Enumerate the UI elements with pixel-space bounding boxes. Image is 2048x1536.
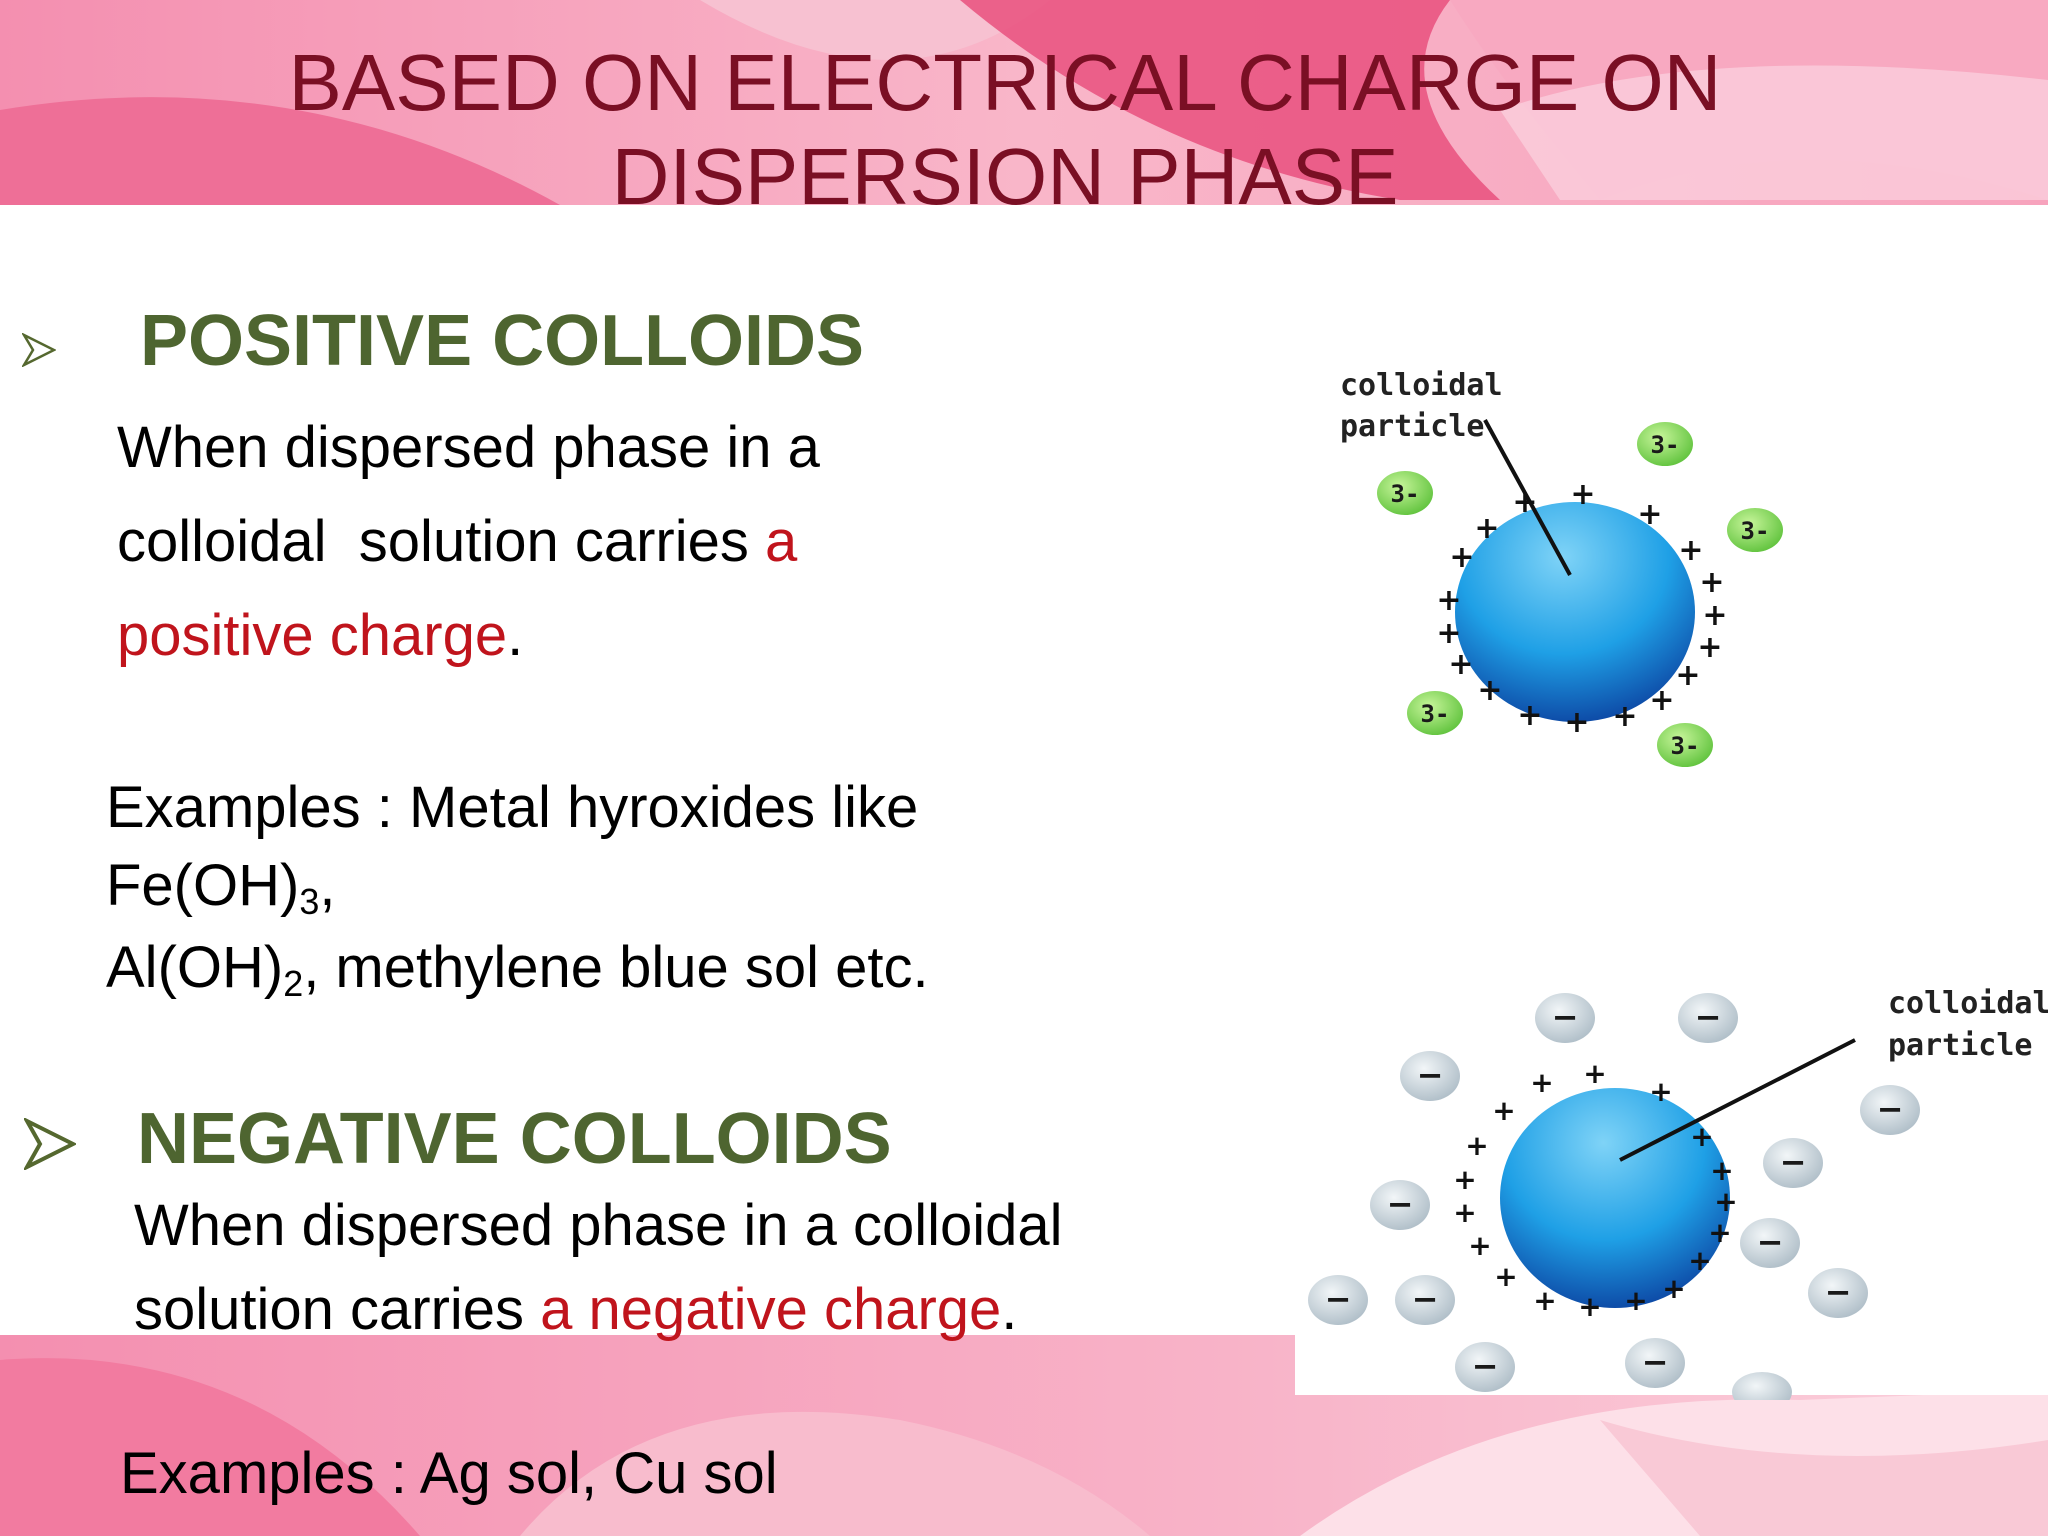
svg-text:+: +	[1517, 698, 1542, 733]
negative-examples: Examples : Ag sol, Cu sol	[120, 1441, 778, 1506]
svg-text:+: +	[1699, 565, 1724, 600]
al-formula: Al(OH)	[106, 935, 284, 1000]
negative-description-line-1: When dispersed phase in a colloidal	[134, 1193, 1063, 1258]
al-subscript: 2	[283, 962, 304, 1004]
svg-text:+: +	[1494, 1260, 1517, 1293]
ion-label: 3-	[1651, 431, 1680, 459]
positive-charges: +++ +++ +++ +++ +++ +++	[1436, 477, 1727, 740]
arrowhead-bullet-icon	[24, 1118, 76, 1170]
svg-text:+: +	[1533, 1284, 1556, 1317]
svg-text:+: +	[1583, 1057, 1606, 1090]
negative-colloidal-particle	[1500, 1088, 1730, 1308]
negative-colloids-heading: NEGATIVE COLLOIDS	[137, 1099, 892, 1179]
ion-label: −	[1387, 1185, 1414, 1223]
fe-formula: Fe(OH)	[106, 853, 300, 918]
svg-text:+: +	[1512, 485, 1537, 520]
positive-desc-highlight-a: a	[764, 509, 798, 574]
svg-text:+: +	[1453, 1196, 1476, 1229]
al-rest: , methylene blue sol etc.	[303, 935, 929, 1000]
negative-desc-plain: solution carries	[134, 1277, 541, 1342]
negative-description-line-2: solution carries a negative charge.	[134, 1276, 1017, 1343]
svg-text:+: +	[1570, 477, 1595, 512]
positive-description-line-2: colloidal solution carries a	[117, 508, 797, 575]
positive-diagram-label-1: colloidal	[1340, 368, 1503, 403]
negative-ions: − − − − − − − − − − − −	[1308, 993, 1920, 1400]
svg-text:+: +	[1578, 1290, 1601, 1323]
negative-desc-period: .	[1001, 1277, 1018, 1342]
positive-colloid-diagram: colloidal particle +++ +++ +++ +++ +++ +…	[1340, 368, 1783, 767]
ion-label: 3-	[1671, 732, 1700, 760]
positive-pointer-line	[1483, 419, 1572, 576]
negative-diagram-label-1: colloidal	[1888, 986, 2048, 1021]
svg-text:+: +	[1690, 1120, 1713, 1153]
positive-examples-al: Al(OH)2, methylene blue sol etc.	[106, 934, 929, 1001]
svg-text:+: +	[1448, 647, 1473, 682]
svg-text:+: +	[1675, 658, 1700, 693]
svg-text:+: +	[1492, 1094, 1515, 1127]
ion-label: −	[1642, 1343, 1669, 1381]
svg-text:+: +	[1436, 616, 1461, 651]
negative-charges: +++ +++ +++ +++ +++ +++	[1453, 1057, 1737, 1323]
ion-label: 3-	[1741, 517, 1770, 545]
svg-text:+: +	[1449, 540, 1474, 575]
svg-text:+: +	[1697, 630, 1722, 665]
ion-label: −	[1877, 1090, 1904, 1128]
ion-label: 3-	[1391, 480, 1420, 508]
positive-diagram-label-2: particle	[1340, 409, 1485, 444]
ion-label: −	[1695, 998, 1722, 1036]
positive-desc-plain: colloidal solution carries	[117, 509, 765, 574]
svg-text:+: +	[1649, 1075, 1672, 1108]
negative-colloid-diagram: colloidal particle +++ +++ +++ +++ +++ +…	[1308, 986, 2048, 1400]
positive-examples-line-1: Examples : Metal hyroxides like	[106, 775, 919, 840]
negative-charge-highlight: a negative charge	[540, 1277, 1002, 1342]
svg-text:+: +	[1649, 683, 1674, 718]
positive-description-line-1: When dispersed phase in a	[117, 415, 820, 480]
slide-title: BASED ON ELECTRICAL CHARGE ON DISPERSION…	[0, 36, 2010, 224]
ion-label: −	[1825, 1273, 1852, 1311]
svg-text:+: +	[1468, 1229, 1491, 1262]
svg-text:+: +	[1678, 533, 1703, 568]
ion-label: 3-	[1421, 700, 1450, 728]
ion-label: −	[1417, 1056, 1444, 1094]
svg-text:+: +	[1624, 1284, 1647, 1317]
ion-label: −	[1757, 1223, 1784, 1261]
svg-text:+: +	[1453, 1163, 1476, 1196]
negative-diagram-label-2: particle	[1888, 1028, 2033, 1063]
ion-label: −	[1552, 998, 1579, 1036]
positive-desc-period: .	[507, 603, 524, 668]
positive-ions: 3- 3- 3- 3- 3-	[1377, 422, 1783, 767]
positive-examples-fe: Fe(OH)3,	[106, 852, 335, 919]
svg-text:+: +	[1708, 1216, 1731, 1249]
fe-comma: ,	[319, 853, 336, 918]
positive-colloidal-particle	[1455, 502, 1695, 722]
svg-text:+: +	[1662, 1272, 1685, 1305]
svg-text:+: +	[1465, 1129, 1488, 1162]
svg-text:+: +	[1688, 1244, 1711, 1277]
title-line-2: DISPERSION PHASE	[611, 132, 1399, 221]
svg-text:+: +	[1714, 1185, 1737, 1218]
ion-label: −	[1472, 1347, 1499, 1385]
fe-subscript: 3	[299, 880, 320, 922]
title-line-1: BASED ON ELECTRICAL CHARGE ON	[288, 38, 1722, 127]
ion-label: −	[1412, 1280, 1439, 1318]
svg-text:+: +	[1436, 583, 1461, 618]
svg-text:+: +	[1612, 699, 1637, 734]
svg-text:+: +	[1702, 598, 1727, 633]
svg-text:+: +	[1637, 497, 1662, 532]
svg-text:+: +	[1530, 1066, 1553, 1099]
positive-charge-highlight: positive charge	[117, 603, 508, 668]
svg-text:+: +	[1710, 1154, 1733, 1187]
svg-text:+: +	[1477, 673, 1502, 708]
negative-pointer-line	[1619, 1038, 1856, 1162]
svg-text:+: +	[1564, 705, 1589, 740]
positive-description-line-3: positive charge.	[117, 602, 523, 669]
ion-label: −	[1325, 1280, 1352, 1318]
arrowhead-bullet-icon	[22, 333, 56, 367]
svg-text:+: +	[1474, 511, 1499, 546]
positive-colloids-heading: POSITIVE COLLOIDS	[140, 301, 865, 381]
ion-label: −	[1780, 1143, 1807, 1181]
